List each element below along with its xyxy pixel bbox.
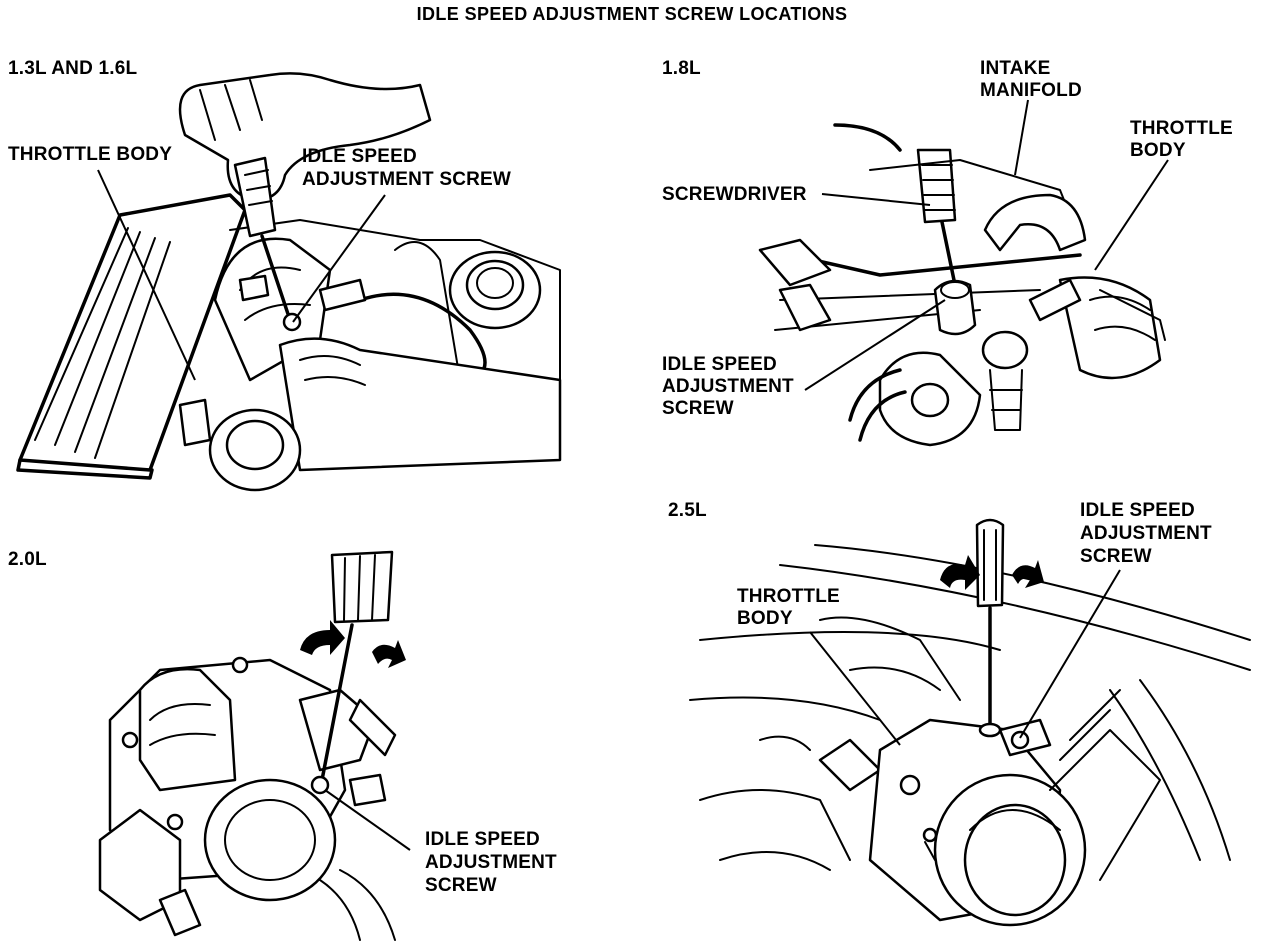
p18-intake-label-line1: INTAKE xyxy=(980,58,1051,79)
p25-engine-label: 2.5L xyxy=(668,500,707,521)
p18-screwdriver-label: SCREWDRIVER xyxy=(662,184,807,205)
panel-25-drawing xyxy=(689,518,1251,927)
p20-screw-label-line1: IDLE SPEED xyxy=(425,829,540,850)
panel-13-drawing xyxy=(16,72,562,492)
p25-screw-label-line2: ADJUSTMENT xyxy=(1080,523,1212,544)
p25-throttle-label-line1: THROTTLE xyxy=(737,586,840,607)
p20-screw-label-line2: ADJUSTMENT xyxy=(425,852,557,873)
p18-screw-label-line1: IDLE SPEED xyxy=(662,354,777,375)
leader-p13-screw xyxy=(292,194,386,323)
p25-screw-label-line1: IDLE SPEED xyxy=(1080,500,1195,521)
p25-throttle-label-line2: BODY xyxy=(737,608,793,629)
leader-p18-throttle xyxy=(1094,159,1169,271)
p18-intake-label-line2: MANIFOLD xyxy=(980,80,1082,101)
p13-screw-label-line2: ADJUSTMENT SCREW xyxy=(302,169,512,190)
panel-18-drawing xyxy=(758,123,1166,447)
leader-p13-throttle xyxy=(97,169,196,381)
leader-p18-intake xyxy=(1014,99,1029,176)
leader-p25-screw xyxy=(1019,569,1121,739)
p20-screw-label-line3: SCREW xyxy=(425,875,497,896)
leader-p20-screw xyxy=(324,789,411,851)
p18-throttle-label-line1: THROTTLE xyxy=(1130,118,1233,139)
p13-screw-label-line1: IDLE SPEED xyxy=(302,146,417,167)
leader-p18-screw xyxy=(804,299,946,391)
page-title: IDLE SPEED ADJUSTMENT SCREW LOCATIONS xyxy=(416,4,848,24)
p13-engine-label: 1.3L AND 1.6L xyxy=(8,58,138,79)
p25-screw-label-line3: SCREW xyxy=(1080,546,1152,567)
p20-engine-label: 2.0L xyxy=(8,549,47,570)
p18-throttle-label-line2: BODY xyxy=(1130,140,1186,161)
leader-p18-screwdriver xyxy=(821,193,931,206)
panel-20-drawing xyxy=(98,550,406,941)
p13-throttle-body-label: THROTTLE BODY xyxy=(8,144,173,165)
p18-screw-label-line3: SCREW xyxy=(662,398,734,419)
p18-screw-label-line2: ADJUSTMENT xyxy=(662,376,794,397)
p18-engine-label: 1.8L xyxy=(662,58,701,79)
leader-p25-throttle xyxy=(809,631,901,746)
